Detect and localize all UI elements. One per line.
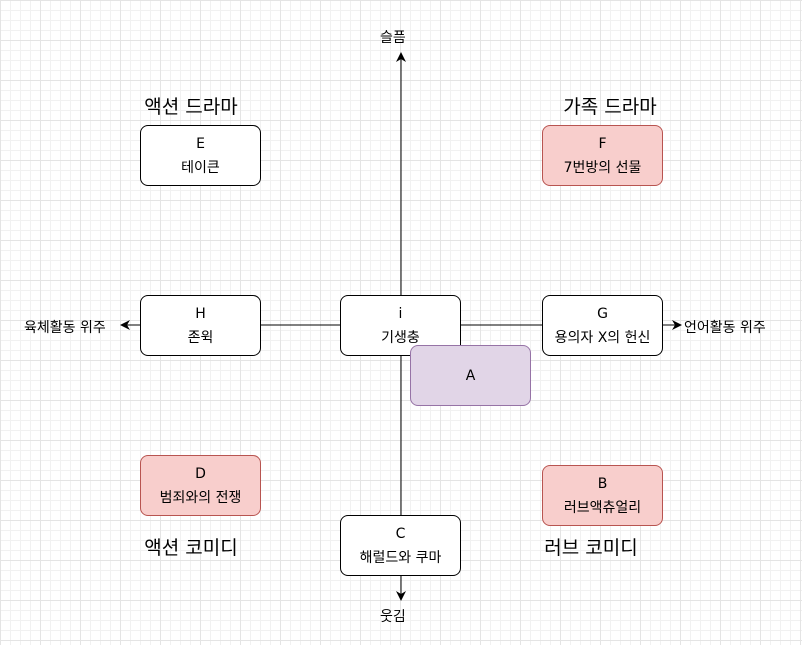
- node-title: 7번방의 선물: [563, 159, 642, 176]
- axis-label-top: 슬픔: [380, 30, 406, 46]
- node-letter: B: [597, 475, 608, 492]
- node-g[interactable]: G 용의자 X의 헌신: [542, 295, 663, 356]
- node-e[interactable]: E 테이큰: [140, 125, 261, 186]
- node-c[interactable]: C 해럴드와 쿠마: [340, 515, 461, 576]
- node-title: 테이큰: [181, 159, 220, 176]
- node-title: 범죄와의 전쟁: [159, 489, 242, 506]
- node-d[interactable]: D 범죄와의 전쟁: [140, 455, 261, 516]
- quadrant-label-bottom-left: 액션 코미디: [144, 537, 238, 559]
- node-title: 기생충: [381, 329, 420, 346]
- node-a[interactable]: A: [410, 345, 531, 406]
- quadrant-label-top-right: 가족 드라마: [563, 96, 657, 118]
- node-h[interactable]: H 존윅: [140, 295, 261, 356]
- quadrant-label-top-left: 액션 드라마: [144, 96, 238, 118]
- axis-label-bottom: 웃김: [380, 609, 406, 625]
- node-letter: H: [195, 305, 206, 322]
- node-letter: i: [398, 305, 403, 322]
- node-b[interactable]: B 러브액츄얼리: [542, 465, 663, 526]
- node-letter: C: [395, 525, 406, 542]
- node-letter: E: [196, 135, 205, 152]
- node-letter: G: [597, 305, 608, 322]
- node-letter: A: [465, 367, 476, 384]
- node-title: 러브액츄얼리: [563, 499, 642, 516]
- node-title: 존윅: [187, 329, 214, 346]
- node-title: 해럴드와 쿠마: [359, 549, 442, 566]
- quadrant-label-bottom-right: 러브 코미디: [544, 537, 638, 559]
- axis-label-left: 육체활동 위주: [24, 320, 106, 336]
- node-f[interactable]: F 7번방의 선물: [542, 125, 663, 186]
- node-title: 용의자 X의 헌신: [554, 329, 651, 346]
- node-letter: D: [195, 465, 206, 482]
- node-letter: F: [598, 135, 607, 152]
- axis-label-right: 언어활동 위주: [684, 320, 766, 336]
